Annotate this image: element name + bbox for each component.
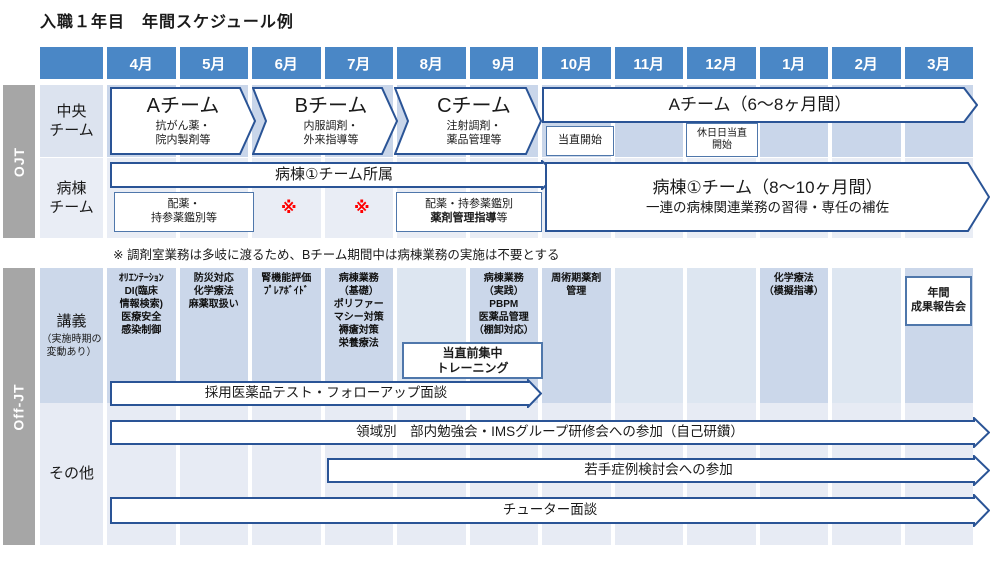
lecture-band: ｵﾘｴﾝﾃｰｼｮﾝ DI(臨床 情報検索) 医療安全 感染制御 防災対応 化学療… [107, 268, 973, 403]
arrow-shape [394, 87, 542, 155]
month-header-row: 4月 5月 6月 7月 8月 9月 10月 11月 12月 1月 2月 3月 [107, 47, 973, 79]
team-c-arrow: Cチーム 注射調剤・ 薬品管理等 [394, 87, 542, 155]
row-label-central-team: 中央 チーム [40, 85, 103, 157]
lecture-cell: 病棟業務 （基礎） ポリファー マシー対策 褥瘡対策 栄養療法 [324, 268, 393, 403]
ward-main-line1: 病棟①チーム（8～10ヶ月間） [652, 177, 883, 197]
offjt-section-label: Off-JT [11, 382, 27, 431]
tutor-meeting-label: チューター面談 [502, 502, 598, 518]
lecture-cell [397, 268, 466, 403]
arrow-shape [110, 417, 990, 448]
month-header-cell: 4月 [107, 47, 176, 79]
lecture-sublabel: （実施時期の 変動あり） [41, 334, 102, 359]
ward-belong-label: 病棟①チーム所属 [275, 166, 393, 183]
month-header-cell: 12月 [687, 47, 756, 79]
team-a-long-arrow: Aチーム（6～8ヶ月間） [542, 87, 978, 123]
lecture-cell: 病棟業務 （実践） PBPM 医薬品管理 （棚卸対応） [469, 268, 538, 403]
arrow-shape [110, 494, 990, 527]
month-header-cell: 6月 [252, 47, 321, 79]
row-label-ward-team: 病棟 チーム [40, 158, 103, 238]
case-study-arrow: 若手症例検討会への参加 [327, 455, 990, 486]
lecture-cell [832, 268, 901, 403]
lecture-cell: 化学療法 （模擬指導） [759, 268, 828, 403]
drug-test-arrow: 採用医薬品テスト・フォローアップ面談 [110, 379, 542, 408]
arrow-shape [327, 455, 990, 486]
holiday-duty-start-box: 休日日当直 開始 [686, 123, 758, 157]
tutor-meeting-arrow: チューター面談 [110, 494, 990, 527]
lecture-cell: 腎機能評価 ﾌﾟﾚｱﾎﾞｲﾄﾞ [252, 268, 321, 403]
footnote: ※ 調剤室業務は多岐に渡るため、Bチーム期間中は病棟業務の実施は不要とする [113, 248, 560, 262]
drug-test-label: 採用医薬品テスト・フォローアップ面談 [204, 385, 448, 401]
row-label-others: その他 [40, 403, 103, 545]
ward-belong-arrow: 病棟①チーム所属 [110, 160, 558, 190]
row-label-lecture: 講義 （実施時期の 変動あり） [40, 268, 103, 403]
ward-main-arrow: 病棟①チーム（8～10ヶ月間） 一連の病棟関連業務の習得・専任の補佐 [545, 162, 990, 232]
team-c-title: Cチーム [437, 95, 511, 118]
ward-task-box-1: 配薬・ 持参薬鑑別等 [114, 192, 254, 232]
lecture-cell: 防災対応 化学療法 麻薬取扱い [179, 268, 248, 403]
ward-task-box-2-line1: 配薬・持参薬鑑別 [425, 198, 513, 211]
arrow-shape [542, 87, 978, 123]
month-header-cell: 7月 [324, 47, 393, 79]
lecture-cell [614, 268, 683, 403]
month-header-empty-cell [40, 47, 103, 79]
team-a-desc: 抗がん薬・ 院内製剤等 [155, 120, 211, 146]
month-header-cell: 2月 [832, 47, 901, 79]
night-duty-start-box: 当直開始 [546, 126, 614, 156]
offjt-section-bar: Off-JT [3, 268, 35, 545]
page-title: 入職１年目 年間スケジュール例 [40, 14, 294, 31]
lecture-cell [687, 268, 756, 403]
month-header-cell: 9月 [469, 47, 538, 79]
arrow-shape [110, 87, 256, 155]
lecture-cell: 周術期薬剤 管理 [542, 268, 611, 403]
month-header-cell: 5月 [179, 47, 248, 79]
month-header-cell: 10月 [542, 47, 611, 79]
month-header-cell: 3月 [904, 47, 973, 79]
team-c-desc: 注射調剤・ 薬品管理等 [446, 120, 502, 146]
asterisk-july: ※ [354, 200, 370, 217]
pre-duty-training-box: 当直前集中 トレーニング [402, 342, 543, 379]
team-a-title: Aチーム [146, 95, 220, 118]
arrow-shape [545, 162, 990, 232]
team-a-long-label: Aチーム（6～8ヶ月間） [668, 94, 852, 114]
team-b-desc: 内服調剤・ 外来指導等 [303, 120, 359, 146]
ojt-section-bar: OJT [3, 85, 35, 238]
ward-task-box-2: 配薬・持参薬鑑別 薬剤管理指導等 [396, 192, 542, 232]
lecture-label: 講義 [56, 312, 87, 330]
team-b-title: Bチーム [294, 95, 368, 118]
month-header-cell: 11月 [614, 47, 683, 79]
team-b-arrow: Bチーム 内服調剤・ 外来指導等 [252, 87, 398, 155]
study-group-label: 領域別 部内勉強会・IMSグループ研修会への参加（自己研鑽） [356, 424, 744, 440]
ward-main-line2: 一連の病棟関連業務の習得・専任の補佐 [646, 200, 889, 216]
arrow-shape [110, 379, 542, 408]
study-group-arrow: 領域別 部内勉強会・IMSグループ研修会への参加（自己研鑽） [110, 417, 990, 448]
asterisk-june: ※ [281, 200, 297, 217]
team-a-arrow: Aチーム 抗がん薬・ 院内製剤等 [110, 87, 256, 155]
month-header-cell: 1月 [759, 47, 828, 79]
case-study-label: 若手症例検討会への参加 [584, 462, 733, 478]
lecture-cell: ｵﾘｴﾝﾃｰｼｮﾝ DI(臨床 情報検索) 医療安全 感染制御 [107, 268, 176, 403]
ward-task-box-2-line2: 薬剤管理指導等 [430, 212, 508, 224]
annual-report-box: 年間 成果報告会 [905, 276, 972, 326]
arrow-shape [252, 87, 398, 155]
ojt-section-label: OJT [10, 146, 27, 177]
month-header-cell: 8月 [397, 47, 466, 79]
